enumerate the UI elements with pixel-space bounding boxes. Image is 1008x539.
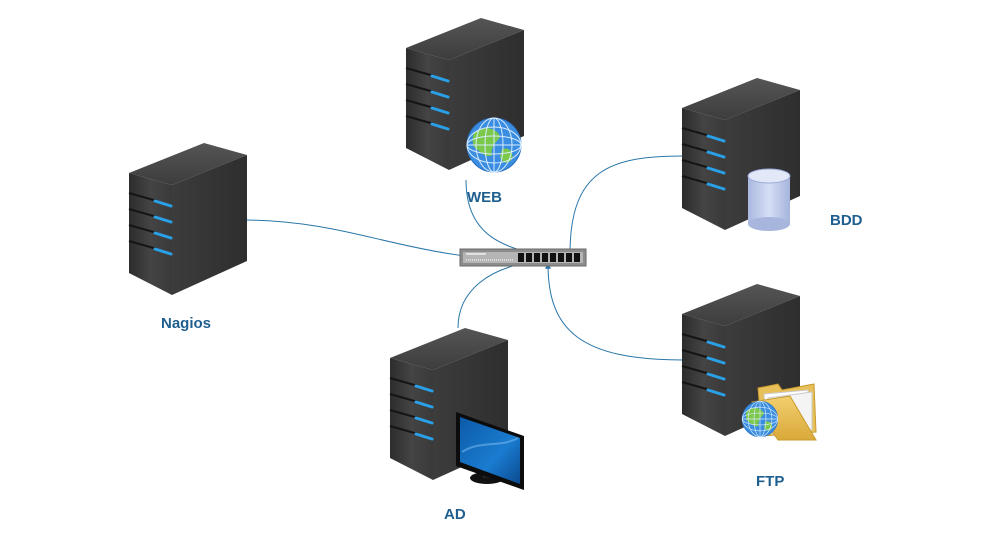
database-icon xyxy=(747,168,791,231)
edge-ad-switch xyxy=(457,259,534,329)
server-icon xyxy=(127,141,249,297)
node-ad[interactable] xyxy=(388,326,524,490)
node-label-ad: AD xyxy=(444,506,466,523)
globe-icon xyxy=(741,400,779,438)
node-label-web: WEB xyxy=(467,189,502,206)
monitor-icon xyxy=(456,412,524,490)
globe-icon xyxy=(466,117,522,173)
edge-bdd-switch xyxy=(567,155,684,256)
node-bdd[interactable] xyxy=(680,76,802,232)
node-nagios[interactable] xyxy=(127,141,249,297)
node-label-bdd: BDD xyxy=(830,212,863,229)
node-label-ftp: FTP xyxy=(756,473,785,490)
network-switch-icon[interactable] xyxy=(459,248,587,267)
node-label-nagios: Nagios xyxy=(161,315,212,332)
node-ftp[interactable] xyxy=(680,282,817,441)
node-web[interactable] xyxy=(404,16,526,173)
edge-ftp-switch xyxy=(545,262,684,361)
